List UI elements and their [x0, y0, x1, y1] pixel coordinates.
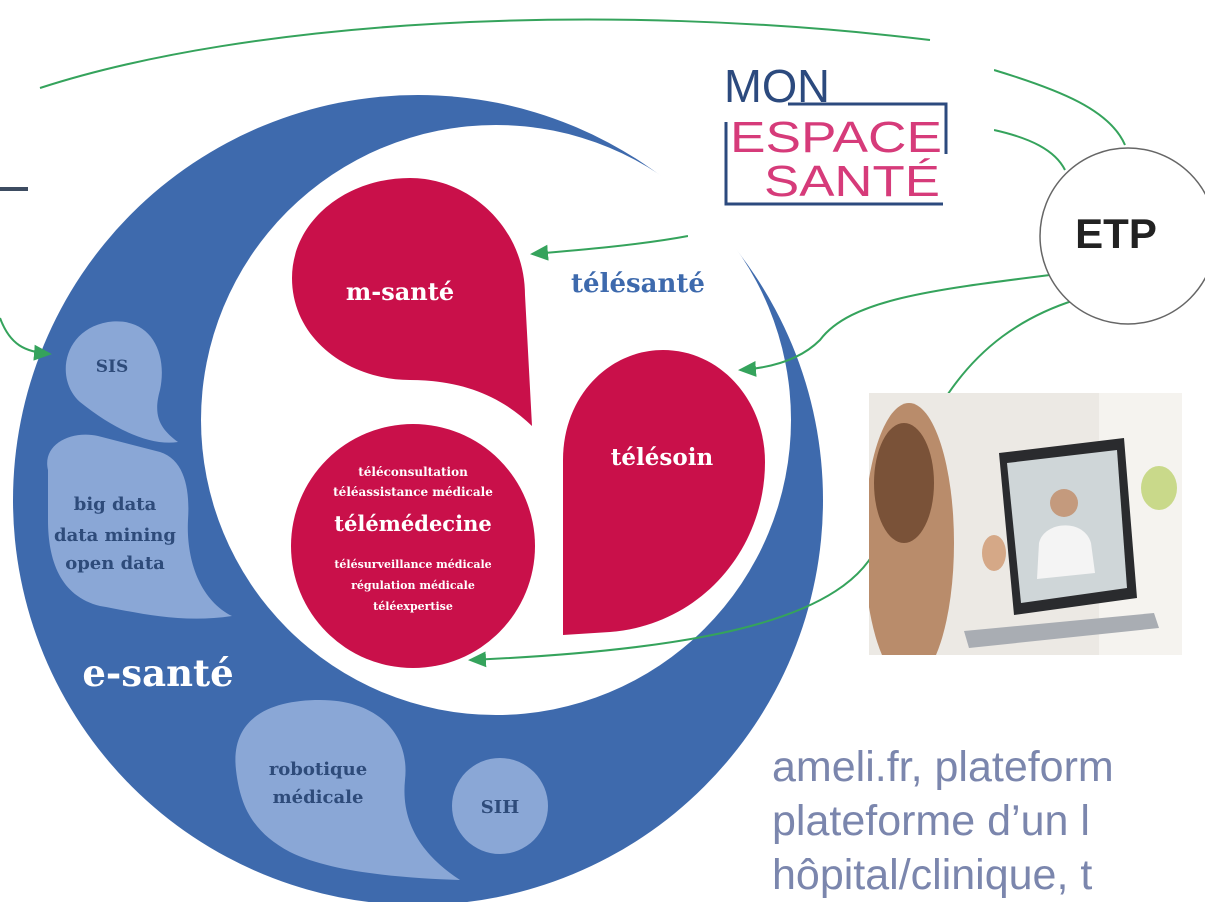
telesoin-arrow-line [738, 274, 1051, 377]
caption-line-1: ameli.fr, plateform [772, 743, 1114, 791]
telemedecine-line-1: téléconsultation [358, 465, 468, 479]
big-data-bubble [47, 434, 232, 619]
m-sante-label: m-santé [346, 277, 454, 306]
big-data-line-2: data mining [54, 525, 176, 546]
sih-label: SIH [481, 797, 519, 818]
robotique-line-2: médicale [273, 787, 364, 808]
logo-mon: MON [724, 60, 830, 112]
title-dash [0, 187, 28, 191]
sih-bubble [452, 758, 548, 854]
photo-illustration [869, 393, 1182, 655]
teleconsultation-photo [869, 393, 1182, 655]
caption-line-2: plateforme d’un l [772, 797, 1090, 845]
top-arc-line [39, 18, 931, 89]
left-arrow-line [0, 317, 52, 361]
telesoin-drop [563, 350, 765, 635]
etp-top-line [993, 69, 1126, 146]
m-sante-drop [292, 178, 532, 426]
caption-text: ameli.fr, plateform plateforme d’un l hô… [772, 740, 1205, 902]
telemedecine-line-2: téléassistance médicale [333, 485, 493, 499]
telemedecine-line-5: téléexpertise [373, 600, 453, 613]
logo-sante: SANTÉ [764, 157, 940, 206]
sis-bubble [65, 321, 178, 443]
telemedecine-title: télémédecine [334, 511, 491, 536]
telesante-label: télésanté [571, 269, 705, 299]
caption-line-3: hôpital/clinique, t [772, 851, 1093, 899]
logo-bracket-top [788, 102, 948, 154]
telesoin-label: télésoin [611, 444, 714, 471]
logo-bracket-bottom [724, 122, 943, 206]
big-data-line-1: big data [74, 494, 157, 515]
telemedecine-line-3: télésurveillance médicale [334, 558, 491, 571]
e-sante-label: e-santé [82, 651, 233, 695]
logo-graphic: MON ESPACE SANTÉ [724, 60, 948, 206]
big-data-line-3: open data [65, 553, 165, 574]
sis-label: SIS [96, 357, 129, 377]
etp-label: ETP [1075, 210, 1157, 257]
telemedecine-circle [291, 424, 535, 668]
telemedecine-line-4: régulation médicale [351, 579, 475, 592]
m-sante-arrow-line [530, 235, 689, 261]
mon-espace-sante-logo: MON ESPACE SANTÉ [688, 42, 994, 247]
robotique-bubble [235, 700, 460, 880]
etp-circle [1039, 147, 1205, 325]
etp-logo-line [993, 129, 1066, 171]
logo-espace: ESPACE [730, 113, 942, 162]
robotique-line-1: robotique [269, 759, 367, 780]
